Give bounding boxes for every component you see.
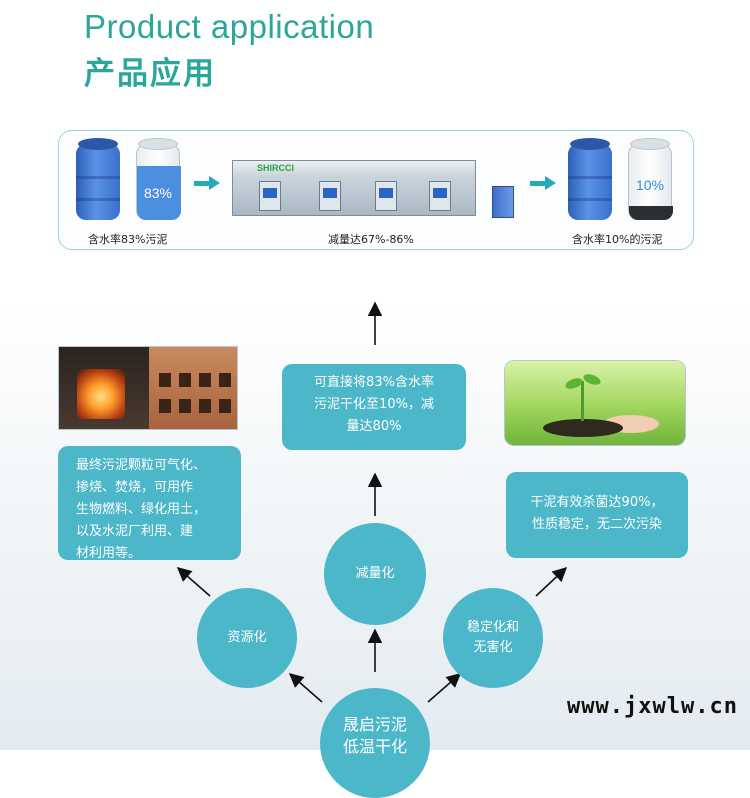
arrow-to-resource-circle — [288, 673, 323, 703]
center-circle: 晟启污泥 低温干化 — [320, 688, 430, 798]
input-caption: 含水率83%污泥 — [88, 233, 168, 246]
control-cabinet-image — [492, 186, 514, 218]
flow-arrow-icon — [194, 176, 220, 190]
title-english: Product application — [84, 8, 375, 45]
resource-info-card: 最终污泥颗粒可气化、 掺烧、焚烧，可用作 生物燃料、绿化用土， 以及水泥厂利用、… — [58, 446, 241, 561]
blue-drum-input-icon — [76, 136, 122, 224]
reduction-caption: 减量达67%-86% — [328, 233, 414, 246]
furnace-brick-photo — [58, 346, 238, 430]
connector-arrows — [176, 301, 568, 703]
flow-arrow-icon — [530, 176, 556, 190]
arrow-to-stabilization-card — [535, 567, 568, 597]
arrow-to-stabilization-circle — [427, 673, 462, 703]
arrow-to-resource-card — [176, 567, 211, 597]
watermark: www.jxwlw.cn — [567, 694, 738, 719]
stabilization-info-card: 干泥有效杀菌达90%， 性质稳定，无二次污染 — [506, 472, 688, 558]
output-caption: 含水率10%的污泥 — [572, 233, 663, 246]
white-drum-input-icon: 83% — [136, 136, 182, 224]
plant-sprout-photo — [504, 360, 686, 446]
white-drum-output-icon: 10% — [628, 136, 674, 224]
output-percent-label: 10% — [635, 177, 665, 193]
machine-logo: SHIRCCI — [257, 163, 295, 173]
title-chinese: 产品应用 — [84, 56, 216, 92]
blue-drum-output-icon — [568, 136, 614, 224]
input-percent-label: 83% — [143, 185, 173, 201]
stabilization-circle: 稳定化和 无害化 — [443, 588, 543, 688]
dryer-machine-image: SHIRCCI — [232, 160, 476, 216]
resource-circle: 资源化 — [197, 588, 297, 688]
reduction-info-card: 可直接将83%含水率 污泥干化至10%，减 量达80% — [282, 364, 466, 450]
reduction-circle: 减量化 — [324, 523, 426, 625]
